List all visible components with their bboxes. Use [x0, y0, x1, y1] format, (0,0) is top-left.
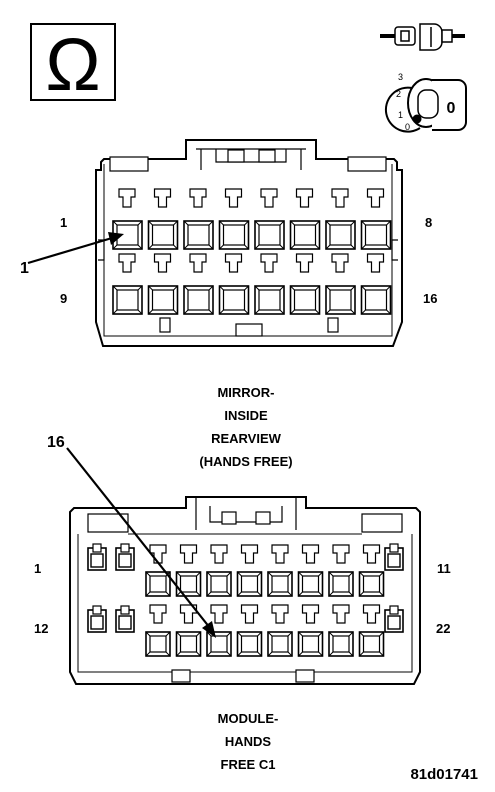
svg-text:REARVIEW: REARVIEW — [211, 431, 282, 446]
pin-cavity-14 — [289, 285, 321, 315]
svg-text:INSIDE: INSIDE — [224, 408, 268, 423]
pin-cavity-9 — [112, 285, 143, 315]
svg-text:3: 3 — [398, 72, 403, 82]
pin-cavity-19 — [297, 631, 324, 657]
pin-cavity-15 — [325, 285, 356, 315]
pin-cavity-12 — [218, 285, 250, 315]
pin-cavity-3 — [145, 571, 171, 597]
figure-id: 81d01741 — [410, 766, 478, 783]
ohm-symbol: Ω — [30, 23, 116, 106]
mirror-caption: MIRROR- INSIDE REARVIEW (HANDS FREE) — [199, 385, 292, 469]
pin-label-22: 22 — [436, 621, 450, 636]
callout-arrow-pin-16: 16 — [47, 434, 216, 638]
pin-cavity-10 — [147, 285, 179, 315]
pin-cavity-5 — [206, 571, 232, 597]
pin-cavity-15 — [175, 631, 202, 657]
pin-cavity-10 — [358, 571, 385, 597]
connector-plug-icon — [380, 23, 465, 51]
pin-cavity-2 — [115, 543, 135, 571]
svg-text:MODULE-: MODULE- — [218, 711, 279, 726]
hands-free-connector: 1 11 12 22 — [34, 496, 451, 685]
svg-text:0: 0 — [405, 122, 410, 132]
pin-cavity-2 — [147, 220, 179, 250]
callout-label: 1 — [20, 260, 29, 277]
pin-cavity-11 — [183, 285, 214, 315]
pin-cavity-4 — [175, 571, 202, 597]
pin-cavity-5 — [254, 220, 285, 250]
pin-cavity-14 — [145, 631, 171, 657]
pin-cavity-18 — [267, 631, 293, 657]
pin-label-9: 9 — [60, 291, 67, 306]
pin-cavity-11 — [384, 543, 404, 571]
ohm-icon: Ω — [45, 23, 100, 106]
pin-cavity-8 — [297, 571, 324, 597]
pin-label-12: 12 — [34, 621, 48, 636]
svg-text:1: 1 — [398, 110, 403, 120]
ignition-key-icon: 3 2 1 0 0 — [384, 72, 467, 133]
pin-cavity-1 — [87, 543, 107, 571]
pin-cavity-6 — [236, 571, 263, 597]
pin-cavity-8 — [360, 220, 392, 250]
pin-label-1: 1 — [34, 561, 41, 576]
svg-text:2: 2 — [396, 89, 401, 99]
pin-cavity-20 — [328, 631, 354, 657]
callout-arrow-pin-1: 1 — [20, 232, 124, 277]
pin-cavity-4 — [218, 220, 250, 250]
key-position-label: 0 — [447, 100, 456, 117]
module-caption: MODULE- HANDS FREE C1 — [218, 711, 279, 772]
pin-cavity-7 — [267, 571, 293, 597]
pin-label-1: 1 — [60, 215, 67, 230]
pin-cavity-6 — [289, 220, 321, 250]
pin-label-11: 11 — [437, 561, 451, 576]
pin-cavity-13 — [254, 285, 285, 315]
mirror-connector: 1 8 9 16 1 — [20, 139, 437, 347]
pin-cavity-16 — [360, 285, 392, 315]
pin-cavity-16 — [206, 631, 232, 657]
pin-label-8: 8 — [425, 215, 432, 230]
svg-text:HANDS: HANDS — [225, 734, 272, 749]
svg-text:(HANDS FREE): (HANDS FREE) — [199, 454, 292, 469]
pin-cavity-17 — [236, 631, 263, 657]
pin-cavity-7 — [325, 220, 356, 250]
callout-label: 16 — [47, 434, 65, 451]
pin-label-16: 16 — [423, 291, 437, 306]
svg-text:MIRROR-: MIRROR- — [217, 385, 274, 400]
pin-cavity-12 — [87, 605, 107, 633]
pin-cavity-22 — [384, 605, 404, 633]
pin-cavity-9 — [328, 571, 354, 597]
pin-cavity-3 — [183, 220, 214, 250]
pin-cavity-21 — [358, 631, 385, 657]
pin-cavity-13 — [115, 605, 135, 633]
svg-text:FREE C1: FREE C1 — [221, 757, 276, 772]
